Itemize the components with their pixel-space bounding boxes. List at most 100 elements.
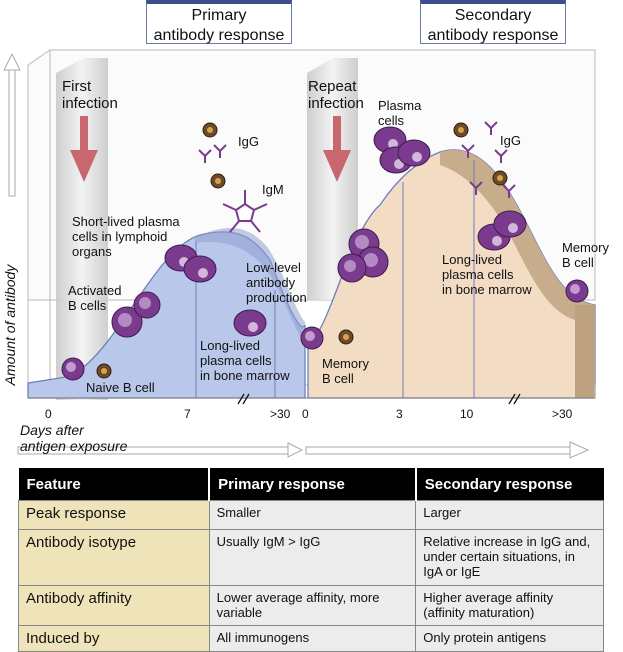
memory1-line2: B cell xyxy=(322,371,354,386)
row-secondary-cell: Relative increase in IgG and, under cert… xyxy=(415,529,604,586)
table-row: Antibody affinity Lower average affinity… xyxy=(18,585,604,626)
activated-line1: Activated xyxy=(68,283,122,298)
memory2-line1: Memory xyxy=(562,240,609,255)
short-lived-line3: organs xyxy=(72,244,112,259)
activated-b-cells xyxy=(111,291,161,338)
activated-b-cells-label: Activated B cells xyxy=(68,283,121,313)
x-tick-secondary-3: 3 xyxy=(396,407,403,421)
axis-break-secondary xyxy=(508,393,521,405)
long-lived1-line3: in bone marrow xyxy=(200,368,290,383)
long-lived2-line1: Long-lived xyxy=(442,252,502,267)
x-axis-arrow-secondary xyxy=(305,441,590,459)
long-lived2-line2: plasma cells xyxy=(442,267,514,282)
memory-b-cell-2 xyxy=(565,279,589,303)
x-tick-secondary-30: >30 xyxy=(552,407,573,421)
row-feature-cell: Peak response xyxy=(18,500,210,530)
x-tick-secondary-10: 10 xyxy=(460,407,474,421)
igm-pentamer-icon xyxy=(222,190,268,233)
axis-break-primary xyxy=(237,393,250,405)
row-secondary-cell: Higher average affinity (affinity matura… xyxy=(415,585,604,626)
secondary-microbes xyxy=(453,122,508,186)
x-tick-primary-0: 0 xyxy=(45,407,52,421)
y-axis-arrow xyxy=(3,52,21,197)
column-header-feature: Feature xyxy=(18,468,211,501)
row-primary-cell: Smaller xyxy=(208,500,417,530)
activated-line2: B cells xyxy=(68,298,107,313)
row-secondary-cell: Only protein antigens xyxy=(415,625,604,652)
repeat-infection-label: Repeat infection xyxy=(308,78,364,112)
table-row: Peak response Smaller Larger xyxy=(18,500,604,530)
igg-molecules xyxy=(198,144,227,163)
short-lived-label: Short-lived plasma cells in lymphoid org… xyxy=(72,214,180,259)
row-primary-cell: All immunogens xyxy=(208,625,417,652)
first-infection-line2: infection xyxy=(62,95,118,112)
microbe-icon xyxy=(96,363,112,379)
low-level-line2: antibody xyxy=(246,275,296,290)
x-axis-arrow-primary xyxy=(17,442,304,458)
long-lived-label-secondary: Long-lived plasma cells in bone marrow xyxy=(442,252,532,297)
igg-label-secondary: IgG xyxy=(500,133,521,148)
memory1-line1: Memory xyxy=(322,356,369,371)
naive-b-cell-label: Naive B cell xyxy=(86,380,155,395)
naive-b-cell xyxy=(61,357,85,381)
y-axis-label: Amount of antibody xyxy=(2,264,18,386)
low-level-line3: production xyxy=(246,290,307,305)
repeat-infection-line1: Repeat xyxy=(308,78,357,95)
column-header-secondary: Secondary response xyxy=(415,468,604,501)
secondary-response-header: Secondary antibody response xyxy=(420,0,566,44)
memory-b-cell-label-secondary: Memory B cell xyxy=(562,240,609,270)
x-tick-primary-30: >30 xyxy=(270,407,291,421)
memory2-line2: B cell xyxy=(562,255,594,270)
plasma-cells-label: Plasma cells xyxy=(378,98,421,128)
row-feature-cell: Antibody affinity xyxy=(18,585,210,626)
table-row: Induced by All immunogens Only protein a… xyxy=(18,625,604,652)
comparison-table: Feature Primary response Secondary respo… xyxy=(18,468,604,652)
first-infection-label: First infection xyxy=(62,78,118,112)
long-lived1-line2: plasma cells xyxy=(200,353,272,368)
secondary-header-line2: antibody response xyxy=(427,27,559,44)
memory-b-cell-label-primary: Memory B cell xyxy=(322,356,369,386)
column-header-primary: Primary response xyxy=(209,468,417,501)
row-primary-cell: Lower average affinity, more variable xyxy=(208,585,417,626)
row-feature-cell: Antibody isotype xyxy=(18,529,210,586)
igg-label-primary: IgG xyxy=(238,134,259,149)
primary-curve-top xyxy=(195,227,305,345)
first-infection-arrow xyxy=(70,116,98,182)
x-axis-label-line1: Days after xyxy=(20,422,84,438)
long-lived-label-primary: Long-lived plasma cells in bone marrow xyxy=(200,338,290,383)
first-infection-line1: First xyxy=(62,78,92,95)
plasma-line1: Plasma xyxy=(378,98,422,113)
long-lived-plasma-cells-2 xyxy=(477,210,527,251)
low-level-label: Low-level antibody production xyxy=(246,260,307,305)
table-header-row: Feature Primary response Secondary respo… xyxy=(18,468,604,501)
row-feature-cell: Induced by xyxy=(18,625,210,652)
antibody-response-diagram xyxy=(3,49,596,459)
primary-header-line1: Primary xyxy=(191,7,247,24)
long-lived2-line3: in bone marrow xyxy=(442,282,532,297)
low-level-plasma-cell xyxy=(233,309,267,337)
repeat-infection-arrow xyxy=(323,116,351,182)
table-row: Antibody isotype Usually IgM > IgG Relat… xyxy=(18,529,604,586)
short-lived-line2: cells in lymphoid xyxy=(72,229,168,244)
secondary-header-line1: Secondary xyxy=(454,7,532,24)
short-lived-plasma-cells xyxy=(164,244,217,283)
repeat-infection-line2: infection xyxy=(308,95,364,112)
repeat-infection-band xyxy=(307,58,358,300)
primary-header-line2: antibody response xyxy=(153,27,285,44)
short-lived-line1: Short-lived plasma xyxy=(72,214,180,229)
x-axis-label-line2: antigen exposure xyxy=(20,438,128,454)
row-secondary-cell: Larger xyxy=(415,500,604,530)
secondary-igg-molecules xyxy=(461,121,516,198)
primary-response-header: Primary antibody response xyxy=(146,0,292,44)
row-primary-cell: Usually IgM > IgG xyxy=(208,529,417,586)
secondary-activated-cells xyxy=(337,228,389,283)
x-axis-label: Days after antigen exposure xyxy=(20,422,127,454)
x-tick-primary-7: 7 xyxy=(184,407,191,421)
plasma-cells-cluster xyxy=(373,126,431,174)
memory-b-cell-1 xyxy=(300,326,354,350)
microbe-icon-2 xyxy=(202,122,226,189)
low-level-line1: Low-level xyxy=(246,260,301,275)
long-lived1-line1: Long-lived xyxy=(200,338,260,353)
first-infection-band xyxy=(56,58,108,400)
plasma-line2: cells xyxy=(378,113,405,128)
